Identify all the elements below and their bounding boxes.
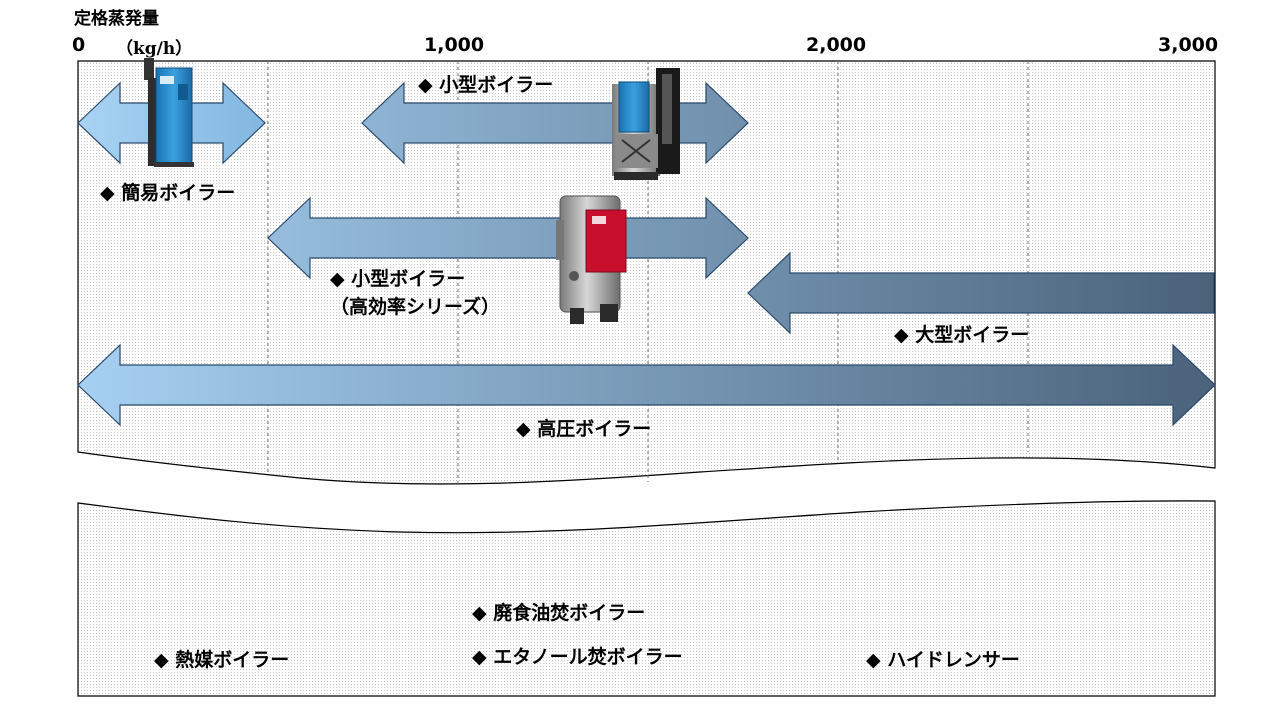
small-high-eff-label: ◆ 小型ボイラー — [330, 268, 466, 290]
lower-panel — [77, 500, 1216, 697]
small-high-eff-range-arrow — [267, 196, 749, 280]
high-pressure-label: ◆ 高圧ボイラー — [516, 418, 652, 440]
ethanol-boiler-label: ◆ エタノール焚ボイラー — [472, 646, 683, 668]
small-high-eff-sublabel: （高効率シリーズ） — [330, 296, 501, 318]
small-boiler-label: ◆ 小型ボイラー — [418, 74, 554, 96]
tick-1000: 1,000 — [424, 34, 485, 56]
hydrencer-label: ◆ ハイドレンサー — [866, 649, 1020, 671]
axis-title: 定格蒸発量 — [74, 9, 159, 29]
tick-2000: 2,000 — [806, 34, 867, 56]
small-boiler-image — [612, 68, 680, 180]
waste-oil-boiler-label: ◆ 廃食油焚ボイラー — [472, 602, 646, 624]
simple-boiler-image — [144, 58, 194, 167]
simple-boiler-label: ◆ 簡易ボイラー — [100, 182, 236, 204]
axis-unit: （kg/h） — [116, 39, 193, 59]
large-boiler-range-arrow — [747, 251, 1215, 335]
tick-3000: 3,000 — [1158, 34, 1219, 56]
large-boiler-label: ◆ 大型ボイラー — [894, 324, 1030, 346]
tick-0: 0 — [72, 34, 86, 56]
high-pressure-range-arrow — [77, 343, 1216, 427]
high-eff-boiler-image — [556, 195, 627, 324]
heat-medium-boiler-label: ◆ 熱媒ボイラー — [154, 649, 290, 671]
